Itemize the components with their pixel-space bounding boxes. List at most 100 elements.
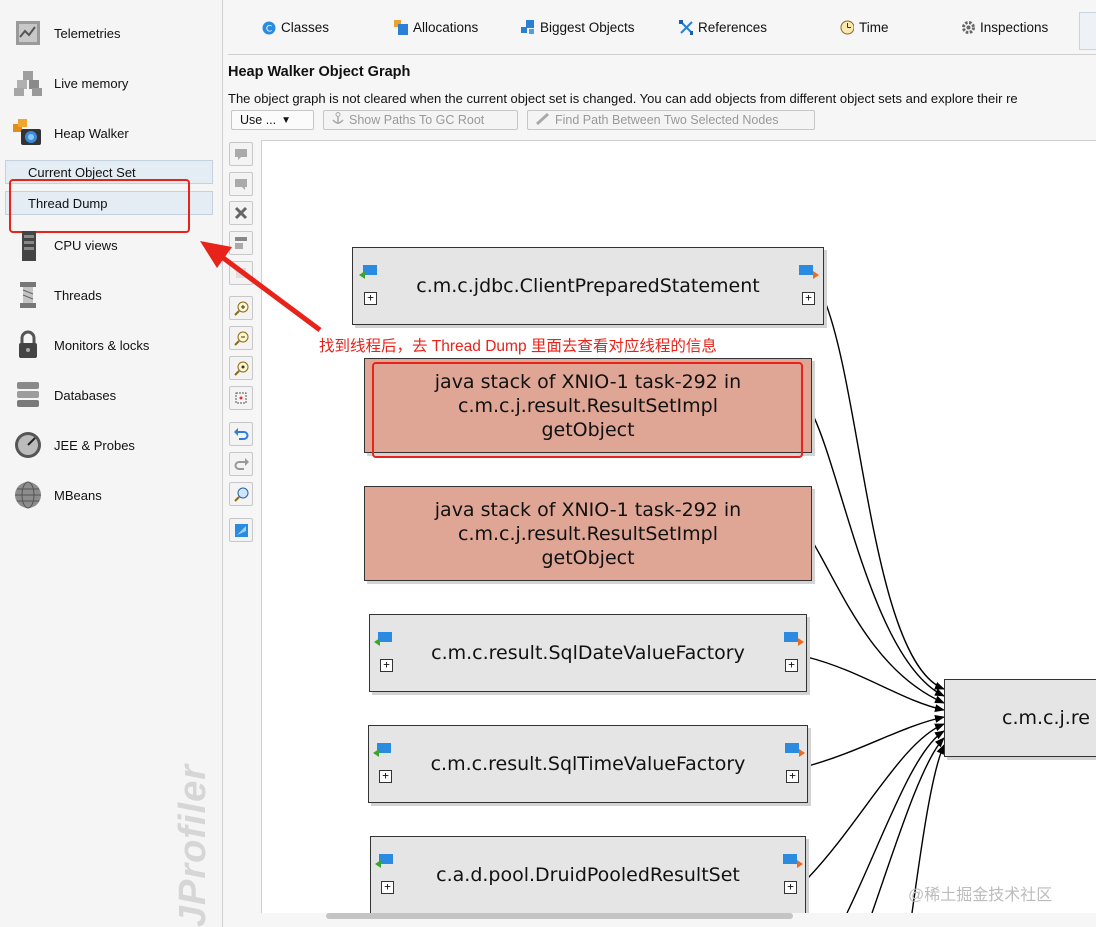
tab-label: Time — [859, 20, 889, 35]
zoom-out-icon[interactable] — [229, 326, 253, 350]
globe-icon — [12, 479, 44, 511]
graph-node[interactable]: c.m.c.result.SqlDateValueFactory + + — [369, 614, 807, 692]
object-graph-canvas[interactable]: c.m.c.jdbc.ClientPreparedStatement + + j… — [261, 140, 1096, 913]
button-label: Show Paths To GC Root — [349, 113, 485, 127]
sidebar-item-label: Heap Walker — [54, 125, 129, 141]
find-icon[interactable] — [229, 482, 253, 506]
outgoing-refs-icon[interactable] — [783, 852, 803, 870]
tab-overflow[interactable] — [1079, 12, 1096, 50]
annotation-highlight-box — [372, 362, 803, 458]
comment-icon[interactable] — [229, 172, 253, 196]
graph-node-stack[interactable]: java stack of XNIO-1 task-292 in c.m.c.j… — [364, 486, 812, 581]
classes-icon: C — [262, 21, 276, 35]
graph-node[interactable]: c.a.d.pool.DruidPooledResultSet + + — [370, 836, 806, 913]
sidebar-subitem-thread-dump[interactable]: Thread Dump — [5, 191, 213, 215]
biggest-objects-icon — [521, 20, 535, 35]
sidebar-item-monitors-locks[interactable]: Monitors & locks — [12, 327, 149, 363]
sidebar-item-jee-probes[interactable]: JEE & Probes — [12, 427, 135, 463]
sidebar-item-mbeans[interactable]: MBeans — [12, 477, 102, 513]
anchor-icon — [332, 112, 344, 128]
sidebar-item-heap-walker[interactable]: Heap Walker — [12, 115, 129, 151]
expand-icon[interactable]: + — [381, 881, 394, 894]
view-tabs: C Classes Allocations Biggest Objects Re… — [228, 8, 1096, 55]
sidebar-item-label: MBeans — [54, 487, 102, 503]
outgoing-refs-icon[interactable] — [785, 741, 805, 759]
sidebar-item-databases[interactable]: Databases — [12, 377, 116, 413]
export-icon[interactable] — [229, 518, 253, 542]
show-paths-gc-root-button[interactable]: Show Paths To GC Root — [323, 110, 518, 130]
incoming-refs-icon[interactable] — [373, 741, 393, 759]
dropdown-arrow-icon: ▼ — [281, 114, 292, 126]
tab-classes[interactable]: C Classes — [262, 20, 329, 35]
remove-node-icon[interactable] — [229, 142, 253, 166]
graph-node-target[interactable]: c.m.c.j.re — [944, 679, 1096, 757]
node-label: c.m.c.j.re — [1002, 707, 1090, 729]
sidebar-item-label: Live memory — [54, 75, 129, 91]
button-label: Find Path Between Two Selected Nodes — [555, 113, 779, 127]
tab-allocations[interactable]: Allocations — [394, 20, 478, 35]
cpu-views-icon — [12, 229, 44, 261]
layout-icon[interactable] — [229, 231, 253, 255]
node-label: java stack of XNIO-1 task-292 in c.m.c.j… — [434, 498, 742, 569]
expand-icon[interactable]: + — [784, 881, 797, 894]
delete-icon[interactable] — [229, 201, 253, 225]
fit-to-window-icon[interactable] — [229, 386, 253, 410]
svg-text:C: C — [266, 24, 272, 34]
graph-node[interactable]: c.m.c.jdbc.ClientPreparedStatement + + — [352, 247, 824, 325]
undo-icon[interactable] — [229, 422, 253, 446]
subitem-label: Current Object Set — [28, 164, 136, 180]
graph-node[interactable]: c.m.c.result.SqlTimeValueFactory + + — [368, 725, 808, 803]
tab-time[interactable]: Time — [840, 20, 889, 35]
tab-label: Allocations — [413, 20, 479, 35]
graph-node-stack[interactable]: java stack of XNIO-1 task-292 in c.m.c.j… — [364, 358, 812, 453]
expand-icon[interactable]: + — [786, 770, 799, 783]
gauge-icon — [12, 429, 44, 461]
graph-edges — [806, 298, 945, 913]
tab-label: Inspections — [980, 20, 1049, 35]
clock-icon — [840, 20, 854, 35]
main-panel: C Classes Allocations Biggest Objects Re… — [223, 0, 1096, 927]
incoming-refs-icon[interactable] — [359, 263, 379, 281]
zoom-in-icon[interactable] — [229, 296, 253, 320]
tab-label: Biggest Objects — [540, 20, 635, 35]
pencil-icon — [535, 112, 550, 128]
sidebar-item-threads[interactable]: Threads — [12, 277, 102, 313]
sidebar-item-cpu-views[interactable]: CPU views — [12, 227, 118, 263]
node-label: java stack of XNIO-1 task-292 in c.m.c.j… — [434, 370, 742, 441]
references-icon — [679, 20, 693, 35]
expand-icon[interactable]: + — [364, 292, 377, 305]
sidebar-item-label: Telemetries — [54, 25, 121, 41]
node-label: c.m.c.result.SqlDateValueFactory — [431, 642, 745, 664]
horizontal-scrollbar[interactable] — [326, 913, 793, 919]
annotation-highlight-box — [9, 179, 190, 233]
redo-icon[interactable] — [229, 452, 253, 476]
tab-references[interactable]: References — [679, 20, 767, 35]
expand-icon[interactable]: + — [380, 659, 393, 672]
tab-label: Classes — [281, 20, 330, 35]
incoming-refs-icon[interactable] — [375, 852, 395, 870]
tab-inspections[interactable]: Inspections — [961, 20, 1048, 35]
sidebar-item-live-memory[interactable]: Live memory — [12, 65, 128, 101]
expand-icon[interactable]: + — [785, 659, 798, 672]
node-label: c.a.d.pool.DruidPooledResultSet — [436, 864, 740, 886]
outgoing-refs-icon[interactable] — [784, 630, 804, 648]
allocations-icon — [394, 20, 408, 35]
sidebar-item-label: Threads — [54, 287, 102, 303]
page-title: Heap Walker Object Graph — [228, 64, 411, 80]
telemetries-icon — [12, 17, 44, 49]
expand-icon[interactable]: + — [379, 770, 392, 783]
use-dropdown-button[interactable]: Use ... ▼ — [231, 110, 314, 130]
lock-icon — [12, 329, 44, 361]
tab-biggest-objects[interactable]: Biggest Objects — [521, 20, 635, 35]
outgoing-refs-icon[interactable] — [799, 263, 819, 281]
zoom-reset-icon[interactable] — [229, 356, 253, 380]
find-path-button[interactable]: Find Path Between Two Selected Nodes — [527, 110, 815, 130]
use-button-label: Use ... — [240, 113, 277, 127]
sidebar: Telemetries Live memory Heap Walker Curr… — [0, 0, 223, 927]
sidebar-item-telemetries[interactable]: Telemetries — [12, 15, 120, 51]
incoming-refs-icon[interactable] — [374, 630, 394, 648]
gear-icon — [961, 21, 975, 35]
subitem-label: Thread Dump — [28, 195, 108, 211]
expand-icon[interactable]: + — [802, 292, 815, 305]
